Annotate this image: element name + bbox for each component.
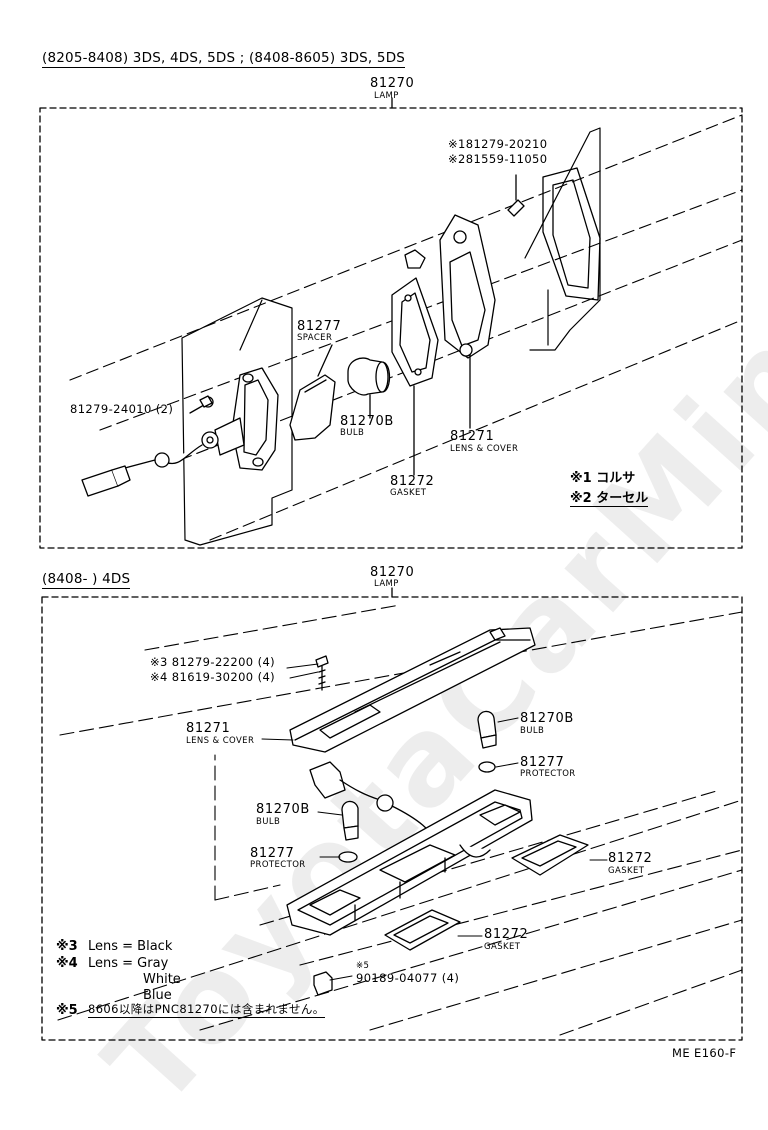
bottom-protector-right-name: PROTECTOR (520, 769, 576, 779)
bottom-clip (313, 971, 333, 996)
top-lens-name: LENS & COVER (450, 444, 519, 454)
bottom-protector-left-part-number: 81277 (250, 846, 295, 861)
bottom-housing (286, 789, 533, 936)
bottom-lens-cover (289, 627, 536, 753)
bottom-gasket-right (511, 834, 589, 876)
top-frame (39, 97, 743, 549)
bottom-note4-part-number: ※4 81619-30200 (4) (150, 670, 276, 684)
top-spacer (289, 344, 336, 441)
bottom-bulb-right-part-number: 81270B (520, 711, 574, 726)
bottom-section-header: (8408- ) 4DS (42, 571, 131, 589)
legend-3-text: Lens = Black (88, 939, 173, 954)
top-bulb-part-number: 81270B (340, 414, 394, 429)
top-gasket-part-number: 81272 (390, 474, 435, 489)
bottom-gasket-center-name: GASKET (484, 942, 521, 952)
bottom-gasket-center (384, 909, 461, 951)
top-lens-cover (439, 214, 496, 429)
top-bumper-panel (181, 127, 601, 546)
bottom-protector-left-name: PROTECTOR (250, 860, 306, 870)
top-section-header: (8205-8408) 3DS, 4DS, 5DS ; (8408-8605) … (42, 50, 406, 68)
bottom-bulb-left-name: BULB (256, 817, 281, 827)
bottom-gasket-center-part-number: 81272 (484, 927, 529, 942)
bottom-harness (309, 761, 441, 846)
bottom-frame (41, 587, 743, 1041)
bottom-protector-right (478, 761, 496, 773)
legend-4-text: Lens = Gray (88, 956, 169, 971)
leader-lines (261, 663, 608, 981)
legend-5-mark: ※5 (56, 1003, 78, 1018)
bottom-protector-left (338, 851, 358, 863)
bottom-bulb-right (477, 710, 497, 749)
top-bulb-name: BULB (340, 428, 365, 438)
top-bolt (199, 174, 525, 408)
top-screw-part-number: 81279-24010 (2) (70, 402, 174, 416)
top-lamp-name: LAMP (374, 91, 399, 101)
bottom-gasket-right-part-number: 81272 (608, 851, 653, 866)
top-spacer-part-number: 81277 (297, 319, 342, 334)
top-note1-part-number: ※181279-20210 (448, 137, 548, 151)
bottom-clip-part-number: 90189-04077 (4) (356, 971, 460, 985)
legend-4-mark: ※4 (56, 956, 78, 971)
bottom-bulb-left (341, 800, 359, 841)
top-socket-assembly (81, 367, 279, 497)
bottom-bulb-left-part-number: 81270B (256, 802, 310, 817)
bottom-bulb-right-name: BULB (520, 726, 545, 736)
top-spacer-name: SPACER (297, 333, 333, 343)
top-lamp-window (542, 167, 601, 301)
legend-4-blue: Blue (143, 988, 172, 1003)
top-gasket (391, 277, 439, 476)
top-legend-2: ※2 ターセル (570, 491, 649, 507)
legend-5-text: 8606以降はPNC81270には含まれません。 (88, 1002, 325, 1018)
bottom-protector-right-part-number: 81277 (520, 755, 565, 770)
bottom-lens-part-number: 81271 (186, 721, 231, 736)
legend-3-mark: ※3 (56, 939, 78, 954)
bottom-gasket-right-name: GASKET (608, 866, 645, 876)
top-clip (404, 249, 426, 269)
legend-4-white: White (143, 972, 181, 987)
bottom-lamp-part-number: 81270 (370, 565, 415, 580)
bottom-note3-part-number: ※3 81279-22200 (4) (150, 655, 276, 669)
bottom-bumper-lines (57, 604, 743, 1036)
top-lens-part-number: 81271 (450, 429, 495, 444)
bottom-screw (315, 655, 329, 691)
top-note2-part-number: ※281559-11050 (448, 152, 548, 166)
top-legend-1: ※1 コルサ (570, 471, 636, 486)
bottom-note5-mark: ※5 (356, 961, 370, 971)
bottom-lamp-name: LAMP (374, 579, 399, 589)
figure-code: ME E160-F (672, 1046, 737, 1060)
top-bulb (347, 357, 391, 419)
bottom-lens-name: LENS & COVER (186, 736, 255, 746)
top-gasket-name: GASKET (390, 488, 427, 498)
top-lamp-part-number: 81270 (370, 76, 415, 91)
